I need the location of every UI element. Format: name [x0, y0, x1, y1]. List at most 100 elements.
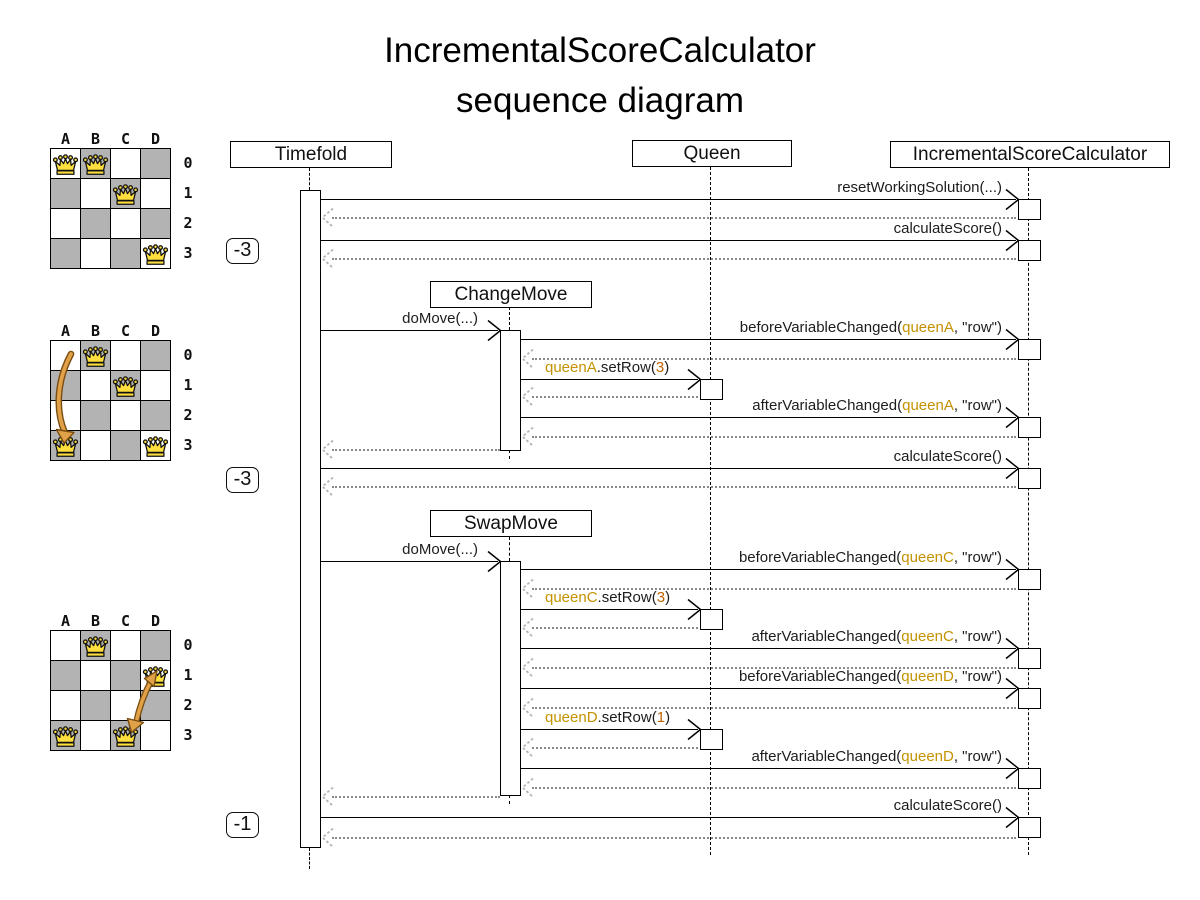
queen-activation-square-2 [700, 609, 723, 630]
return-arrowhead-3 [521, 348, 534, 369]
column-label: C [120, 130, 131, 148]
return-line-6 [332, 449, 500, 451]
participant-calculator: IncrementalScoreCalculator [890, 141, 1170, 168]
return-line-1 [332, 217, 1016, 219]
call-arrowhead-m8 [487, 550, 502, 573]
message-m1-text: resetWorkingSolution(...) [837, 179, 1002, 196]
message-m11-post: , "row") [953, 628, 1002, 645]
message-m4-post: , "row") [953, 319, 1002, 336]
message-m10-mid: .setRow( [597, 589, 657, 606]
queen-icon [112, 726, 139, 747]
return-line-10 [532, 667, 1016, 669]
message-m10-post: ) [665, 589, 671, 606]
column-label: D [150, 130, 161, 148]
message-m5-num: 3 [655, 359, 665, 376]
call-arrowhead-m9 [1005, 558, 1020, 581]
message-line-m8 [320, 561, 498, 562]
return-line-12 [532, 747, 698, 749]
calculator-lifeline [1028, 168, 1029, 855]
message-line-m14 [520, 768, 1016, 769]
row-label: 0 [183, 154, 193, 172]
return-arrowhead-10 [521, 657, 534, 678]
board-cell-A1 [50, 178, 81, 209]
return-line-9 [532, 627, 698, 629]
return-line-11 [532, 707, 1016, 709]
return-arrowhead-12 [521, 737, 534, 758]
return-arrowhead-13 [521, 777, 534, 798]
board-cell-D2 [140, 208, 171, 239]
call-arrowhead-m10 [687, 598, 702, 621]
message-line-m12 [520, 688, 1016, 689]
row-label: 1 [183, 184, 193, 202]
board-cell-D0 [140, 148, 171, 179]
changemove-lifeline-top [509, 307, 510, 330]
board-grid [50, 148, 171, 269]
message-m10-arg: queenC [545, 589, 598, 606]
return-arrowhead-2 [321, 248, 334, 269]
message-m13-arg: queenD [545, 709, 598, 726]
message-label-m5: queenA.setRow(3) [545, 359, 669, 376]
board-cell-B3 [80, 238, 111, 269]
message-label-m2: calculateScore() [894, 220, 1002, 237]
message-m5-post: ) [664, 359, 670, 376]
message-line-m4 [520, 339, 1016, 340]
swapmove-activation [500, 561, 521, 796]
timefold-activation [300, 190, 321, 848]
score-badge-3: -1 [226, 812, 259, 838]
message-m7-text: calculateScore() [893, 448, 1002, 465]
column-label: A [60, 612, 71, 630]
calculator-activation-square-3 [1018, 339, 1041, 360]
column-label: B [90, 612, 101, 630]
return-line-4 [532, 396, 698, 398]
participant-changemove: ChangeMove [430, 281, 592, 308]
message-line-m10 [520, 609, 698, 610]
participant-swapmove: SwapMove [430, 510, 592, 537]
participant-queen: Queen [632, 140, 792, 167]
return-arrowhead-11 [521, 697, 534, 718]
board-grid [50, 340, 171, 461]
calculator-activation-square-7 [1018, 648, 1041, 669]
message-m11-arg: queenC [901, 628, 954, 645]
message-line-m9 [520, 569, 1016, 570]
call-arrowhead-m12 [1005, 677, 1020, 700]
queen-icon [52, 436, 79, 457]
row-label: 3 [183, 244, 193, 262]
message-m15-text: calculateScore() [893, 797, 1002, 814]
board-cell-C2 [110, 400, 141, 431]
message-m6-arg: queenA [902, 397, 954, 414]
message-m12-pre: beforeVariableChanged( [738, 668, 902, 685]
message-m14-post: , "row") [953, 748, 1002, 765]
title-line-2: sequence diagram [456, 81, 744, 120]
message-m13-mid: .setRow( [597, 709, 657, 726]
board-cell-B3 [80, 720, 111, 751]
row-label: 3 [183, 436, 193, 454]
message-line-m6 [520, 417, 1016, 418]
row-label: 1 [183, 666, 193, 684]
message-m14-pre: afterVariableChanged( [751, 748, 902, 765]
message-m2-text: calculateScore() [893, 220, 1002, 237]
message-label-m3: doMove(...) [402, 310, 478, 327]
board-cell-B2 [80, 208, 111, 239]
board-cell-B2 [80, 400, 111, 431]
call-arrowhead-m7 [1005, 457, 1020, 480]
return-line-8 [532, 588, 1016, 590]
board-cell-C3 [110, 238, 141, 269]
queen-activation-square-3 [700, 729, 723, 750]
return-arrowhead-15 [321, 827, 334, 848]
return-arrowhead-14 [321, 786, 334, 807]
message-m5-arg: queenA [545, 359, 597, 376]
return-line-15 [332, 837, 1016, 839]
column-label: C [120, 322, 131, 340]
call-arrowhead-m6 [1005, 406, 1020, 429]
message-label-m13: queenD.setRow(1) [545, 709, 670, 726]
message-line-m2 [320, 240, 1016, 241]
board-cell-C2 [110, 208, 141, 239]
message-m3-text: doMove(...) [402, 310, 478, 327]
board-cell-D0 [140, 630, 171, 661]
queen-activation-square-1 [700, 379, 723, 400]
queen-icon [112, 376, 139, 397]
message-label-m10: queenC.setRow(3) [545, 589, 670, 606]
message-m6-post: , "row") [953, 397, 1002, 414]
